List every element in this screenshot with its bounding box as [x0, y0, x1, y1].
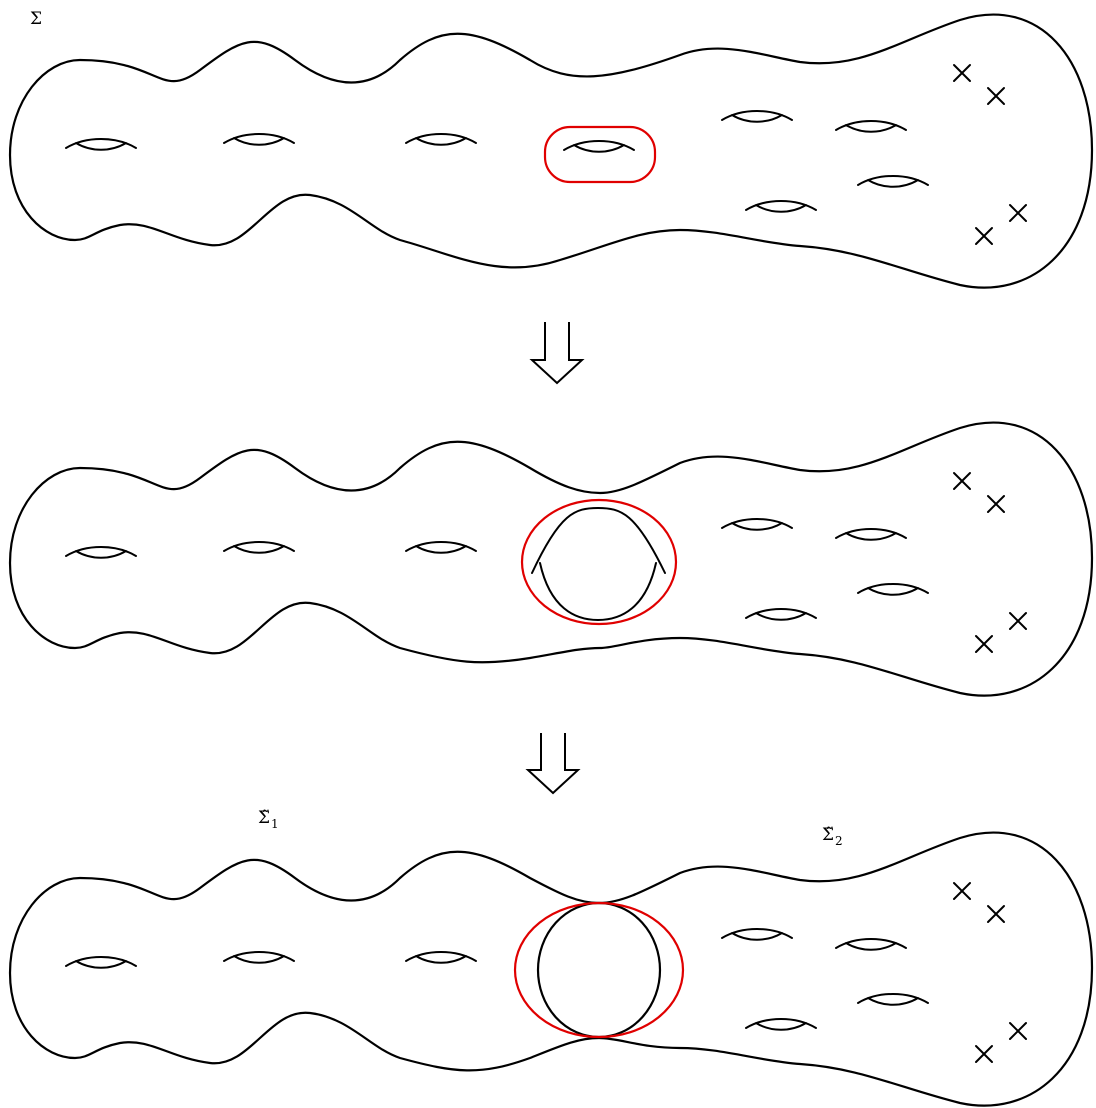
stretched-handle [531, 506, 666, 622]
handle [65, 546, 137, 559]
puncture [987, 905, 1005, 923]
handle [745, 200, 817, 213]
handle [563, 140, 635, 153]
handle [65, 138, 137, 151]
surface-punctures [953, 472, 1027, 653]
handle [405, 133, 477, 146]
handle [857, 583, 929, 596]
puncture [953, 882, 971, 900]
surface-punctures [953, 64, 1027, 245]
subscript: 2 [835, 834, 843, 848]
handle [405, 541, 477, 554]
puncture [1009, 612, 1027, 630]
handle [745, 1018, 817, 1031]
handle [223, 133, 295, 146]
handle [721, 518, 793, 531]
puncture [987, 87, 1005, 105]
handle [223, 541, 295, 554]
sigma-tilde-label: Σ̃ [258, 808, 270, 828]
handle [65, 956, 137, 969]
pinching-curve [513, 901, 685, 1039]
pinching-surface [8, 421, 1094, 697]
sigma-tilde-label: Σ̃ [822, 825, 834, 845]
degeneration-arrow [525, 733, 581, 795]
handle [745, 608, 817, 621]
puncture [953, 64, 971, 82]
handle [721, 110, 793, 123]
puncture [1009, 1022, 1027, 1040]
component-label-1: Σ̃ 1 [258, 808, 279, 831]
surface-handles [65, 110, 929, 213]
puncture [987, 495, 1005, 513]
sigma-label: Σ [30, 9, 42, 29]
puncture [953, 472, 971, 490]
handle [721, 928, 793, 941]
handle [857, 993, 929, 1006]
degeneration-arrow [529, 322, 585, 385]
handle [835, 528, 907, 541]
surface-handles [65, 928, 929, 1031]
original-surface: Σ [8, 9, 1094, 289]
node-sphere [536, 901, 662, 1039]
surface-outline [8, 831, 1094, 1107]
puncture [1009, 204, 1027, 222]
degenerated-surface [8, 831, 1094, 1107]
component-label-2: Σ̃ 2 [822, 825, 843, 848]
pinching-curve [543, 125, 657, 184]
puncture [975, 635, 993, 653]
puncture [975, 227, 993, 245]
surface-handles [65, 506, 929, 622]
puncture [975, 1045, 993, 1063]
handle [835, 120, 907, 133]
handle [835, 938, 907, 951]
surface-punctures [953, 882, 1027, 1063]
handle [857, 175, 929, 188]
surface-outline [8, 421, 1094, 697]
surface-outline [8, 13, 1094, 289]
subscript: 1 [271, 817, 279, 831]
handle [405, 951, 477, 964]
pinching-curve [520, 498, 678, 626]
handle [223, 951, 295, 964]
